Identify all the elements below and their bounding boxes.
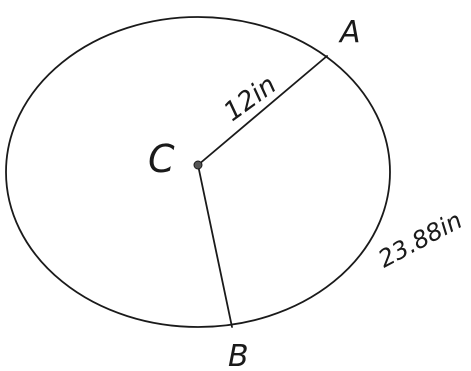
arc-length-label: 23.88in — [374, 206, 467, 273]
circle-outline — [5, 16, 391, 328]
radius-ca — [197, 55, 328, 166]
point-a-label: A — [338, 15, 361, 50]
center-point — [193, 160, 203, 170]
center-label: C — [148, 137, 175, 181]
point-b-label: B — [228, 339, 249, 371]
radius-cb — [197, 164, 233, 328]
radius-label: 12in — [218, 70, 282, 128]
